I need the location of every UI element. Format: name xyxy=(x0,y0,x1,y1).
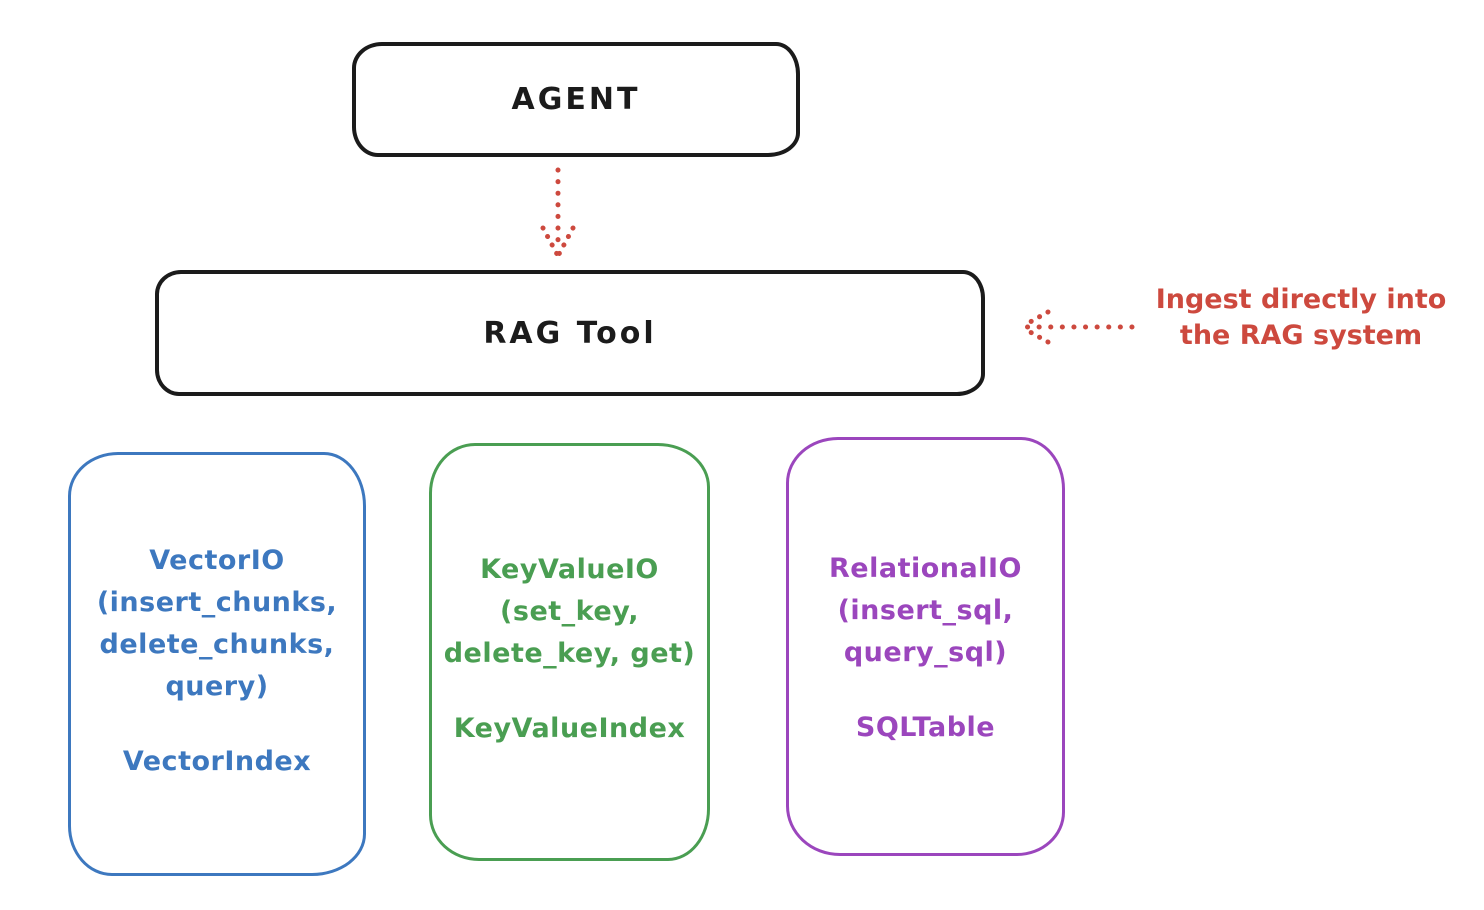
backend-index-label: VectorIndex xyxy=(122,746,312,777)
agent-node: AGENT xyxy=(352,42,800,157)
backend-title-line: (insert_chunks, xyxy=(96,587,338,618)
backend-title-line: query_sql) xyxy=(843,637,1008,668)
backend-title-line: (insert_sql, xyxy=(837,595,1014,626)
backend-title-line: VectorIO xyxy=(149,545,285,576)
backend-index-label: KeyValueIndex xyxy=(453,713,686,744)
backend-node-relational-io: RelationalIO (insert_sql, query_sql) SQL… xyxy=(786,437,1065,856)
rag-tool-node: RAG Tool xyxy=(155,270,985,396)
agent-to-rag-tool-arrow xyxy=(536,166,580,266)
backend-title-line: delete_chunks, xyxy=(99,629,335,660)
backend-node-key-value-io: KeyValueIO (set_key, delete_key, get) Ke… xyxy=(429,443,710,861)
backend-title-line: RelationalIO xyxy=(829,553,1022,584)
dotted-arrow-down-icon xyxy=(540,167,576,257)
backend-index-label: SQLTable xyxy=(855,712,996,743)
ingest-annotation-line2: the RAG system xyxy=(1179,320,1423,351)
agent-node-label: AGENT xyxy=(511,82,641,117)
backend-node-vector-io: VectorIO (insert_chunks, delete_chunks, … xyxy=(68,452,366,876)
rag-tool-node-label: RAG Tool xyxy=(483,315,657,351)
backend-title-line: query) xyxy=(165,671,269,702)
annotation-to-rag-tool-arrow xyxy=(1014,305,1136,349)
ingest-annotation: Ingest directly into the RAG system xyxy=(1128,282,1474,354)
backend-title-line: KeyValueIO xyxy=(480,554,659,585)
ingest-annotation-line1: Ingest directly into xyxy=(1155,284,1447,315)
backend-title-line: (set_key, xyxy=(500,596,639,627)
dotted-arrow-left-icon xyxy=(1020,309,1135,345)
backend-title-line: delete_key, get) xyxy=(443,638,696,669)
